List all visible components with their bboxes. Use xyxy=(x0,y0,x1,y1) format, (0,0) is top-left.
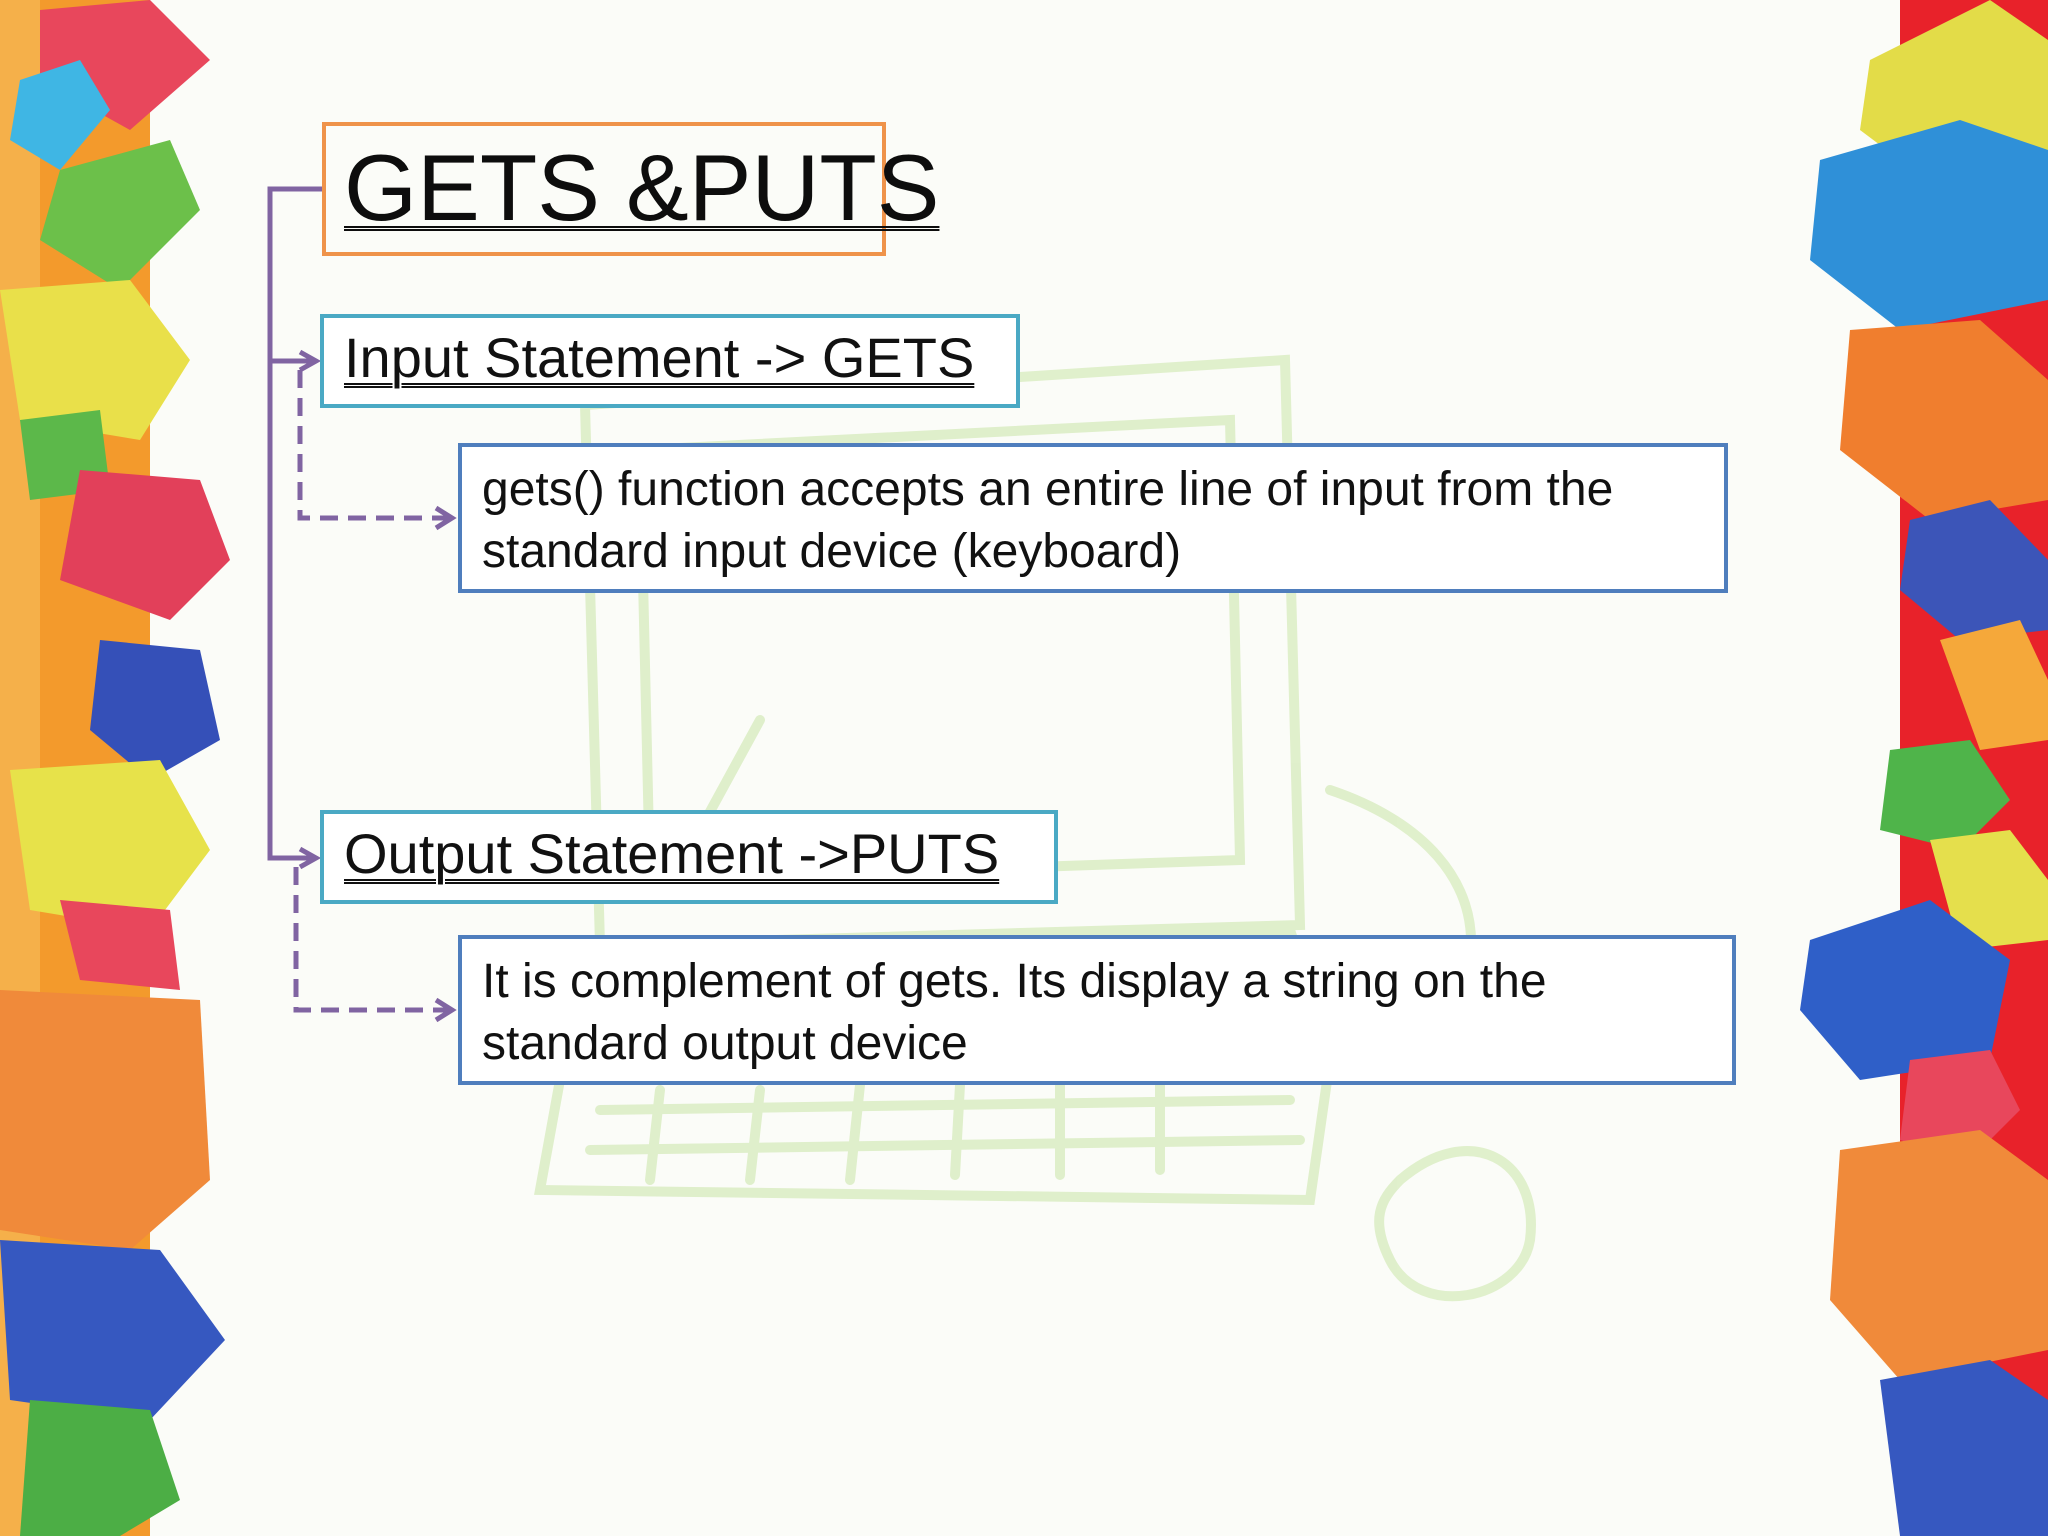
input-dashed-connector xyxy=(297,370,450,521)
connector-lines xyxy=(267,186,457,1023)
slide-title: GETS &PUTS xyxy=(344,135,940,240)
output-statement-heading: Output Statement ->PUTS xyxy=(320,810,1058,904)
input-statement-description: gets() function accepts an entire line o… xyxy=(458,443,1728,593)
input-arrow-icon xyxy=(298,349,322,373)
output-statement-description: It is complement of gets. Its display a … xyxy=(458,935,1736,1085)
output-dashed-connector xyxy=(293,867,450,1013)
input-desc-arrow-icon xyxy=(434,505,457,531)
main-connector-line xyxy=(267,186,322,861)
output-desc-arrow-icon xyxy=(434,997,457,1023)
left-cube-border xyxy=(0,0,230,1536)
input-statement-heading: Input Statement -> GETS xyxy=(320,314,1020,408)
title-box xyxy=(322,122,886,256)
right-cube-border xyxy=(1800,0,2048,1536)
output-arrow-icon xyxy=(298,846,322,870)
